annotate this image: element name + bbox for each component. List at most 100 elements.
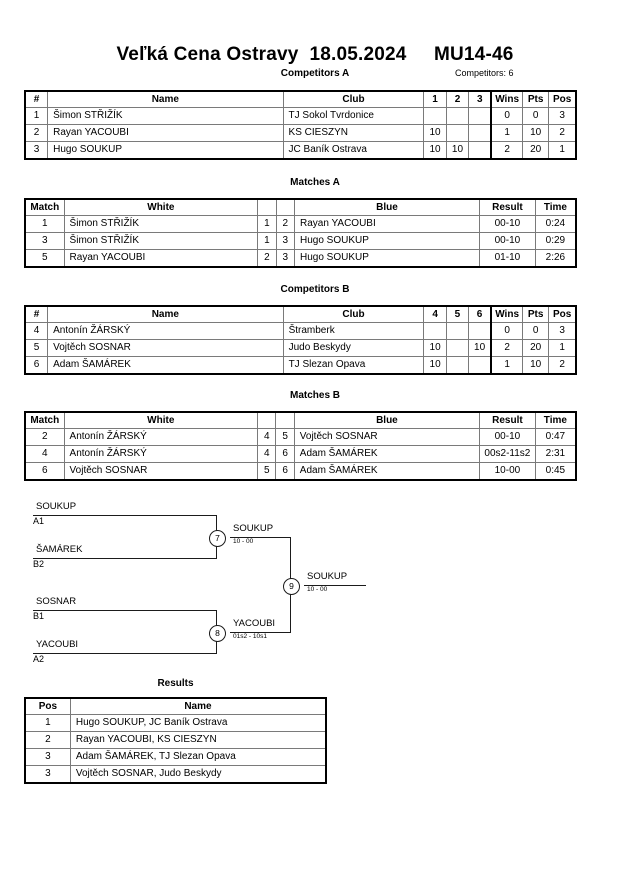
bracket-entry-seed: B2	[33, 559, 45, 569]
cell-match: 4	[24, 445, 65, 463]
col-blue-num	[275, 411, 295, 429]
table-row: 2 Rayan YACOUBI KS CIESZYN 10 1 10 2	[24, 124, 578, 142]
col-result: Result	[479, 411, 536, 429]
cell-blue-num: 5	[275, 428, 295, 446]
col-blue-num	[275, 198, 295, 216]
cell-s2	[445, 124, 470, 142]
bracket-entry-name: SOUKUP	[36, 501, 77, 512]
cell-s3	[468, 124, 492, 142]
bracket-match-number-7[interactable]: 7	[209, 530, 226, 547]
table-header-row: # Name Club 4 5 6 Wins Pts Pos	[24, 305, 578, 323]
cell-white: Šimon STŘIŽÍK	[63, 232, 259, 250]
cell-s5	[445, 322, 469, 340]
cell-num: 5	[24, 339, 49, 357]
cell-s3	[468, 107, 492, 125]
matches-a-table: Match White Blue Result Time 1 Šimon STŘ…	[24, 198, 577, 268]
cell-name: Vojtěch SOSNAR, Judo Beskydy	[69, 765, 327, 784]
knockout-bracket: SOUKUP A1 ŠAMÁREK B2 SOSNAR B1 YACOUBI A…	[0, 495, 630, 680]
cell-match: 1	[24, 215, 65, 233]
bracket-entry-seed: A2	[33, 654, 45, 664]
cell-blue: Adam ŠAMÁREK	[293, 445, 481, 463]
col-pts: Pts	[521, 90, 550, 108]
cell-wins: 0	[490, 322, 523, 340]
bracket-match-number-9[interactable]: 9	[283, 578, 300, 595]
col-s3: 3	[468, 90, 492, 108]
col-time: Time	[534, 198, 577, 216]
col-wins: Wins	[490, 90, 523, 108]
cell-name: Adam ŠAMÁREK	[47, 356, 284, 375]
cell-blue: Hugo SOUKUP	[293, 249, 481, 268]
cell-blue-num: 3	[275, 232, 295, 250]
table-header-row: Match White Blue Result Time	[24, 198, 577, 216]
col-club: Club	[282, 305, 425, 323]
cell-s6	[467, 322, 492, 340]
table-row: 3 Šimon STŘIŽÍK 1 3 Hugo SOUKUP 00-10 0:…	[24, 232, 577, 250]
col-s4: 4	[423, 305, 447, 323]
bracket-match-number-8[interactable]: 8	[209, 625, 226, 642]
table-row: 6 Adam ŠAMÁREK TJ Slezan Opava 10 1 10 2	[24, 356, 578, 375]
cell-pos: 2	[548, 356, 578, 375]
cell-s5	[445, 339, 469, 357]
cell-wins: 1	[490, 356, 523, 375]
col-pos: Pos	[548, 90, 578, 108]
bracket-line-entry-2	[33, 558, 216, 559]
caption-competitors-a: Competitors A	[280, 68, 350, 79]
col-s2: 2	[445, 90, 470, 108]
cell-s1	[423, 107, 447, 125]
bracket-line-entry-4	[33, 653, 216, 654]
cell-result: 00-10	[479, 232, 536, 250]
col-name: Name	[47, 90, 284, 108]
table-row: 5 Rayan YACOUBI 2 3 Hugo SOUKUP 01-10 2:…	[24, 249, 577, 268]
cell-pts: 20	[521, 339, 550, 357]
cell-white-num: 4	[257, 445, 277, 463]
cell-match: 6	[24, 462, 65, 481]
table-header-row: Match White Blue Result Time	[24, 411, 577, 429]
page-title: Veľká Cena Ostravy 18.05.2024 MU14-46	[116, 44, 514, 65]
cell-time: 0:45	[534, 462, 577, 481]
cell-s1: 10	[423, 141, 447, 160]
col-match: Match	[24, 411, 65, 429]
caption-matches-a: Matches A	[290, 177, 340, 188]
cell-wins: 0	[490, 107, 523, 125]
table-header-row: # Name Club 1 2 3 Wins Pts Pos	[24, 90, 578, 108]
cell-white: Antonín ŽÁRSKÝ	[63, 428, 259, 446]
bracket-entry-name: SOSNAR	[36, 596, 77, 607]
cell-name: Rayan YACOUBI, KS CIESZYN	[69, 731, 327, 749]
cell-blue-num: 6	[275, 445, 295, 463]
table-row: 1 Šimon STŘIŽÍK TJ Sokol Tvrdonice 0 0 3	[24, 107, 578, 125]
cell-name: Hugo SOUKUP, JC Baník Ostrava	[69, 714, 327, 732]
cell-s4	[423, 322, 447, 340]
cell-blue: Vojtěch SOSNAR	[293, 428, 481, 446]
col-pos: Pos	[548, 305, 578, 323]
col-blue: Blue	[293, 198, 481, 216]
cell-s6: 10	[467, 339, 492, 357]
col-time: Time	[534, 411, 577, 429]
table-row: 3 Adam ŠAMÁREK, TJ Slezan Opava	[24, 748, 327, 766]
cell-time: 2:26	[534, 249, 577, 268]
col-pts: Pts	[521, 305, 550, 323]
cell-s5	[445, 356, 469, 375]
cell-pos: 1	[548, 141, 578, 160]
col-num: #	[24, 305, 49, 323]
col-wins: Wins	[490, 305, 523, 323]
cell-white-num: 5	[257, 462, 277, 481]
cell-club: KS CIESZYN	[282, 124, 425, 142]
competitors-a-table: # Name Club 1 2 3 Wins Pts Pos 1 Šimon S…	[24, 90, 578, 160]
col-white: White	[63, 198, 259, 216]
cell-name: Rayan YACOUBI	[47, 124, 284, 142]
cell-white: Rayan YACOUBI	[63, 249, 259, 268]
cell-white-num: 1	[257, 215, 277, 233]
cell-pts: 20	[521, 141, 550, 160]
col-name: Name	[47, 305, 284, 323]
bracket-entry-seed: B1	[33, 611, 45, 621]
cell-blue-num: 6	[275, 462, 295, 481]
cell-blue: Rayan YACOUBI	[293, 215, 481, 233]
col-pos: Pos	[24, 697, 71, 715]
caption-competitors-b: Competitors B	[280, 284, 350, 295]
caption-matches-b: Matches B	[289, 390, 340, 401]
bracket-line-match-7-out	[230, 537, 290, 538]
cell-pos: 3	[24, 748, 71, 766]
col-white: White	[63, 411, 259, 429]
bracket-line-match-8-out	[230, 632, 290, 633]
cell-s2	[445, 107, 470, 125]
